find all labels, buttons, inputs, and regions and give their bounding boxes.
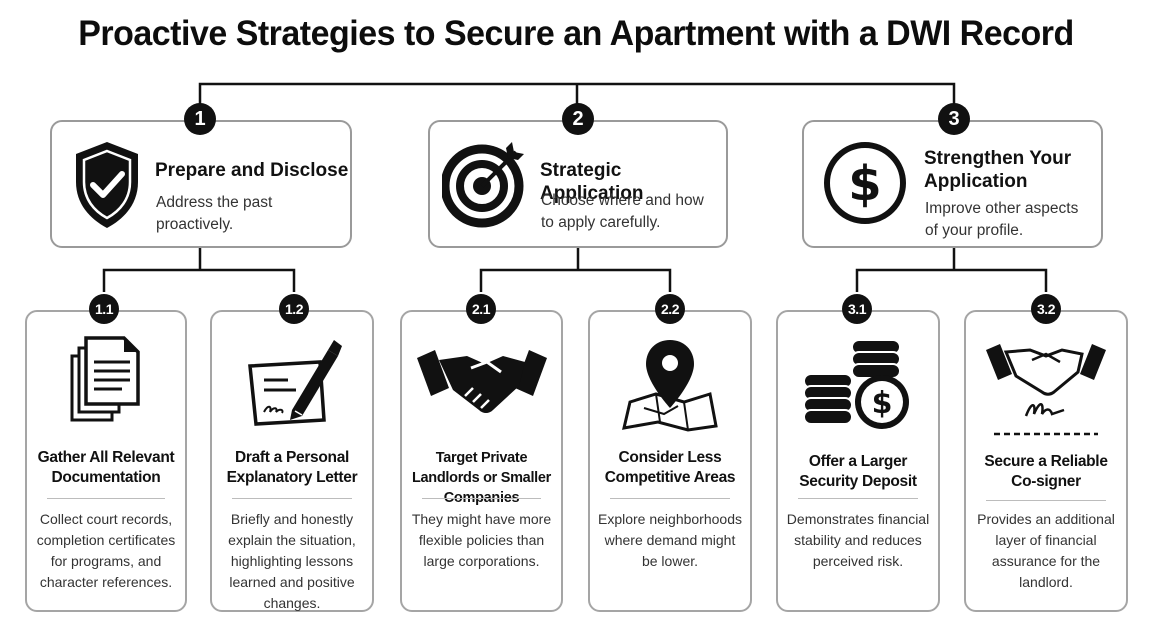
strategy-2-card: Strategic Application Choose where and h… xyxy=(428,120,728,248)
handshake-icon xyxy=(402,342,561,420)
strategy-3-description: Improve other aspects of your profile. xyxy=(925,200,1079,239)
step-3-1-badge: 3.1 xyxy=(842,294,872,324)
step-2-2-title: Consider Less Competitive Areas xyxy=(604,449,736,486)
step-2-1-card: Target Private Landlords or Smaller Comp… xyxy=(400,310,563,612)
step-2-1-description: They might have more flexible policies t… xyxy=(411,511,552,569)
strategy-2-badge: 2 xyxy=(562,103,594,135)
step-1-2-badge: 1.2 xyxy=(279,294,309,324)
strategy-1-card: Prepare and Disclose Address the past pr… xyxy=(50,120,352,248)
dollar-coin-icon: $ xyxy=(822,140,908,231)
step-1-1-badge: 1.1 xyxy=(89,294,119,324)
coin-stacks-icon: $ xyxy=(778,336,938,430)
divider xyxy=(47,498,165,499)
step-1-2-title: Draft a Personal Explanatory Letter xyxy=(226,449,358,486)
strategy-3-card: $ Strengthen Your Application Improve ot… xyxy=(802,120,1103,248)
strategy-2-description: Choose where and how to apply carefully. xyxy=(541,192,704,231)
map-pin-icon xyxy=(590,336,750,432)
step-3-2-card: Secure a Reliable Co-signer Provides an … xyxy=(964,310,1128,612)
step-1-1-card: Gather All Relevant Documentation Collec… xyxy=(25,310,187,612)
strategy-1-badge: 1 xyxy=(184,103,216,135)
target-icon xyxy=(440,138,528,233)
step-3-1-card: $ Offer a Larger Security Deposit Demons… xyxy=(776,310,940,612)
step-1-2-card: Draft a Personal Explanatory Letter Brie… xyxy=(210,310,374,612)
step-3-2-description: Provides an additional layer of financia… xyxy=(977,511,1115,590)
svg-text:$: $ xyxy=(848,156,881,212)
divider xyxy=(610,498,730,499)
shield-check-icon xyxy=(72,140,142,235)
handshake-signature-icon xyxy=(966,338,1126,438)
step-3-2-badge: 3.2 xyxy=(1031,294,1061,324)
page-title: Proactive Strategies to Secure an Apartm… xyxy=(78,14,1074,53)
documents-icon xyxy=(27,334,185,426)
group2-connector xyxy=(479,248,672,292)
divider xyxy=(798,498,918,499)
group1-connector xyxy=(102,248,296,292)
step-1-2-description: Briefly and honestly explain the situati… xyxy=(228,511,356,611)
letter-pen-icon xyxy=(212,334,372,426)
step-3-1-description: Demonstrates financial stability and red… xyxy=(786,511,930,569)
step-2-1-title: Target Private Landlords or Smaller Comp… xyxy=(411,450,552,506)
strategy-3-badge: 3 xyxy=(938,103,970,135)
step-1-1-title: Gather All Relevant Documentation xyxy=(37,449,175,486)
group3-connector xyxy=(855,248,1048,292)
strategy-3-title: Strengthen Your Application xyxy=(924,148,1072,192)
step-2-2-description: Explore neighborhoods where demand might… xyxy=(598,511,742,569)
step-2-1-badge: 2.1 xyxy=(466,294,496,324)
strategy-1-description: Address the past proactively. xyxy=(156,194,273,233)
divider xyxy=(232,498,352,499)
step-2-2-badge: 2.2 xyxy=(655,294,685,324)
divider xyxy=(986,500,1106,501)
svg-text:$: $ xyxy=(872,386,893,421)
strategy-1-title: Prepare and Disclose xyxy=(155,160,349,181)
step-2-2-card: Consider Less Competitive Areas Explore … xyxy=(588,310,752,612)
step-3-2-title: Secure a Reliable Co-signer xyxy=(984,453,1108,490)
strategy-2-title: Strategic Application xyxy=(540,160,644,204)
step-1-1-description: Collect court records, completion certif… xyxy=(36,511,176,590)
divider xyxy=(422,498,541,499)
step-3-1-title: Offer a Larger Security Deposit xyxy=(799,453,917,490)
